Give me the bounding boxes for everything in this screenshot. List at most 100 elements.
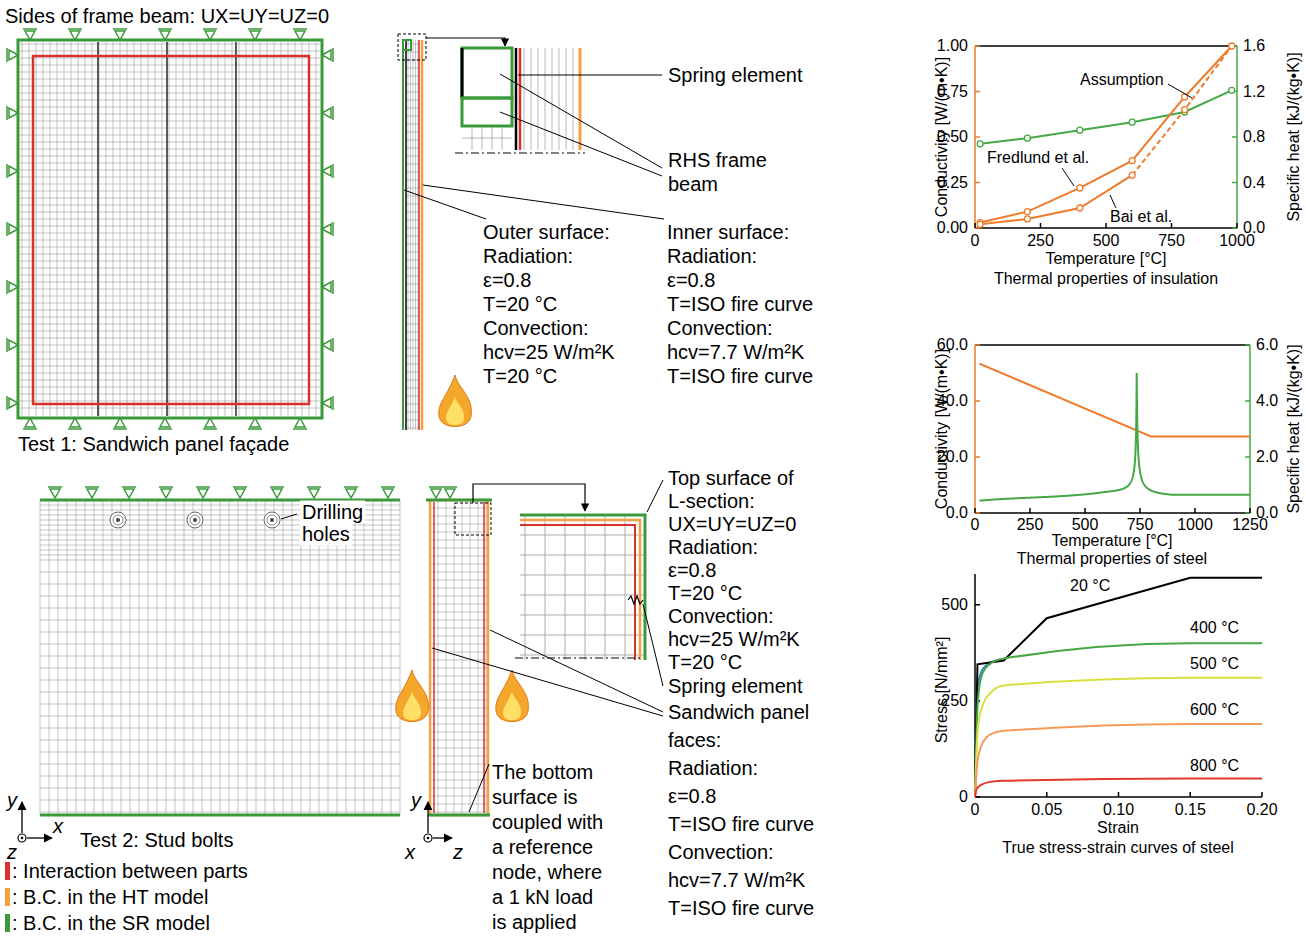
data-marker xyxy=(1229,43,1235,49)
stress-curve xyxy=(975,643,1262,797)
annotation-text: Outer surface: xyxy=(483,221,610,244)
support-triangle xyxy=(250,418,260,427)
mesh-line xyxy=(64,42,65,416)
mesh-line xyxy=(130,500,131,815)
support-symbol xyxy=(23,29,37,40)
mesh-line xyxy=(406,236,420,237)
mesh-line xyxy=(40,572,400,573)
mesh-line xyxy=(430,572,488,573)
out-of-plane-axis xyxy=(18,834,26,842)
mesh-line xyxy=(20,366,320,367)
mesh-line xyxy=(295,42,296,416)
mesh-line xyxy=(406,140,420,141)
mesh-line xyxy=(71,42,72,416)
support-base xyxy=(270,486,284,488)
mesh-line xyxy=(20,156,320,157)
mesh-line xyxy=(43,42,44,416)
tick-label: 500 xyxy=(941,596,968,614)
support-base xyxy=(23,28,37,30)
mesh-line xyxy=(204,42,205,416)
support-base xyxy=(332,48,334,62)
mesh xyxy=(520,515,645,660)
frame-beam-bottom xyxy=(462,98,512,126)
support-triangle xyxy=(161,489,171,498)
panel-joint xyxy=(166,42,168,416)
annotation-text: Spring element xyxy=(668,675,803,698)
stress-curve xyxy=(975,779,1262,797)
mesh-line xyxy=(20,282,320,283)
frame-beam xyxy=(403,40,411,50)
mesh-line xyxy=(20,373,320,374)
support-triangle xyxy=(25,418,35,427)
annotation-text: hcv=25 W/m²K xyxy=(483,341,615,364)
mesh-line xyxy=(382,500,383,815)
support-symbol xyxy=(203,418,217,429)
mesh-line xyxy=(470,500,471,815)
mesh-line xyxy=(260,42,261,416)
mesh-line xyxy=(430,548,488,549)
mesh-line xyxy=(40,800,400,801)
test2-section xyxy=(396,480,663,815)
annotation-text: T=ISO fire curve xyxy=(667,365,813,388)
annotation-text: is applied xyxy=(492,911,577,934)
axis-line xyxy=(1245,456,1250,458)
leader-line xyxy=(643,604,663,686)
interaction-outline xyxy=(33,56,309,404)
mesh-line xyxy=(430,508,488,509)
mesh-line xyxy=(406,52,420,53)
annotation-text: Convection: xyxy=(483,317,589,340)
mesh-line xyxy=(283,500,284,815)
specific-heat-curve xyxy=(979,373,1250,501)
curve-label: Bai et al. xyxy=(1110,208,1172,226)
axis-line xyxy=(1261,792,1263,797)
annotation-text: hcv=25 W/m²K xyxy=(668,628,800,651)
annotation-text: Radiation: xyxy=(667,245,757,268)
flame-inner xyxy=(403,692,421,720)
hole-center xyxy=(270,518,274,522)
mesh-line xyxy=(20,51,320,52)
mesh-line xyxy=(430,652,488,653)
leader-line xyxy=(1062,168,1074,186)
conductivity-curve xyxy=(980,46,1232,223)
mesh-line xyxy=(406,92,420,93)
axis-line xyxy=(975,182,980,184)
axis-title: Temperature [°C] xyxy=(1051,532,1172,550)
mesh-line xyxy=(573,48,574,150)
mesh-line xyxy=(406,372,420,373)
support-base xyxy=(113,428,127,430)
annotation-text: ε=0.8 xyxy=(483,269,531,292)
tick-label: 0 xyxy=(971,801,980,819)
mesh-line xyxy=(20,58,320,59)
tick-label: 1.00 xyxy=(937,37,968,55)
mesh-line xyxy=(406,84,420,85)
mesh-line xyxy=(183,42,184,416)
support-triangle xyxy=(198,489,208,498)
mesh-line xyxy=(162,42,163,416)
annotation-text: The bottom xyxy=(492,761,593,784)
annotation-text: Radiation: xyxy=(483,245,573,268)
mesh-line xyxy=(446,500,447,815)
legend-text: : B.C. in the HT model xyxy=(12,886,208,909)
support-symbol xyxy=(122,487,136,498)
mesh-line xyxy=(20,289,320,290)
heated-faces xyxy=(430,500,488,815)
tick-label: 2.0 xyxy=(1256,448,1278,466)
support-triangle xyxy=(322,108,331,118)
annotation-text: T=20 °C xyxy=(483,293,557,316)
mesh-line xyxy=(406,300,420,301)
support-triangle xyxy=(70,418,80,427)
support-face xyxy=(520,515,645,660)
annotation-text: T=20 °C xyxy=(668,651,742,674)
mesh-line xyxy=(40,668,400,669)
support-base xyxy=(233,486,247,488)
support-symbol xyxy=(270,487,284,498)
mesh-line xyxy=(316,42,317,416)
mesh-line xyxy=(310,500,311,815)
tick-label: 1000 xyxy=(1177,516,1213,534)
mesh-line xyxy=(281,42,282,416)
mesh-line xyxy=(20,226,320,227)
mesh-line xyxy=(406,284,420,285)
mesh-line xyxy=(430,628,488,629)
support-base xyxy=(6,164,8,178)
